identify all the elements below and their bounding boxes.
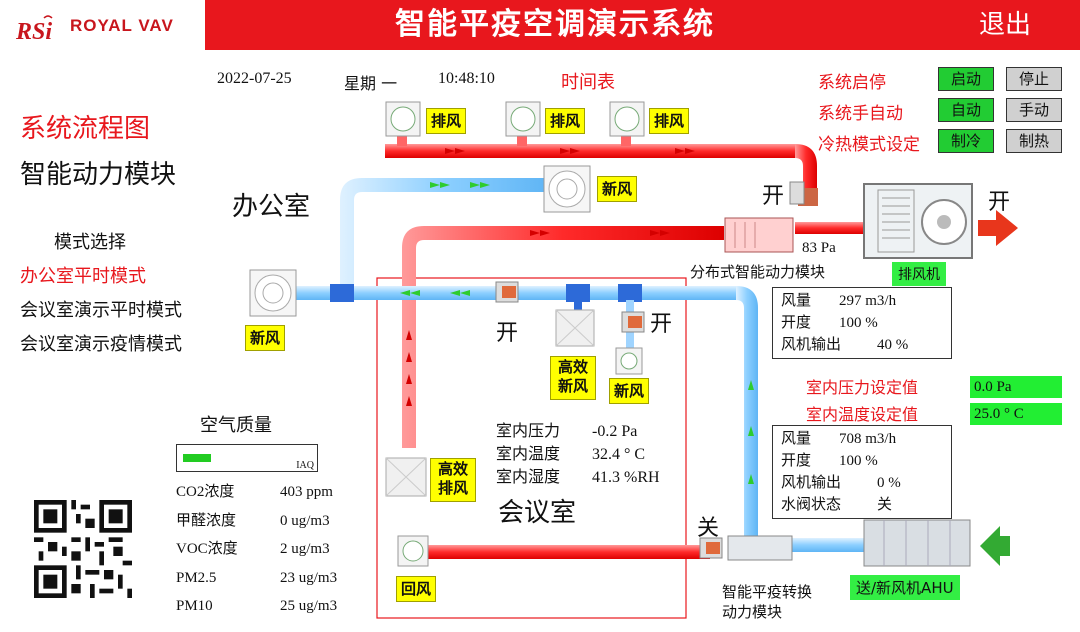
- manual-button[interactable]: 手动: [1006, 98, 1062, 122]
- air-quality-list: CO2浓度 403 ppm 甲醛浓度 0 ug/m3 VOC浓度 2 ug/m3 PM…: [176, 478, 337, 621]
- conversion-module-line2: 动力模块: [722, 603, 783, 621]
- mode-heading: 模式选择: [54, 232, 126, 253]
- fresh-air-tag-office: 新风: [597, 176, 638, 202]
- aq-k4: PM10: [176, 598, 213, 614]
- box2-k3: 水阀状态: [781, 497, 842, 513]
- aq-v4: 25 ug/m3: [280, 598, 338, 614]
- cool-heat-label: 冷热模式设定: [818, 135, 920, 155]
- exhaust-fan-label: 排风机: [892, 262, 946, 286]
- box1-v1: 100 %: [839, 315, 878, 331]
- mode-office-normal[interactable]: 办公室平时模式: [20, 266, 146, 287]
- manual-auto-label: 系统手自动: [818, 104, 903, 124]
- box1-k2: 风机输出: [781, 337, 842, 353]
- conversion-module-label: 智能平疫转换 动力模块: [722, 582, 812, 622]
- aq-v2: 2 ug/m3: [280, 541, 330, 557]
- page-title: 智能平疫空调演示系统: [395, 7, 715, 42]
- box2-v1: 100 %: [839, 453, 878, 469]
- box2-k0: 风量: [781, 431, 812, 447]
- schedule-link[interactable]: 时间表: [561, 72, 615, 93]
- iaq-bar: IAQ: [176, 444, 318, 472]
- ahu-module-info-box: 风量 708 m3/h 开度 100 % 风机输出 0 % 水阀状态 关: [772, 425, 952, 519]
- start-button[interactable]: 启动: [938, 67, 994, 91]
- valve-exhaust-state: 开: [762, 183, 785, 208]
- iaq-bar-fill: [183, 454, 211, 462]
- system-start-stop-label: 系统启停: [818, 73, 886, 93]
- aq-k1: 甲醛浓度: [176, 512, 237, 529]
- module-pressure: 83 Pa: [802, 240, 836, 256]
- aq-k3: PM2.5: [176, 569, 217, 586]
- svg-text:RSi: RSi: [15, 19, 52, 44]
- flow-title: 系统流程图: [20, 114, 151, 144]
- header-bar: [205, 0, 1080, 50]
- box1-k1: 开度: [781, 315, 812, 331]
- meeting-readings: 室内压力 -0.2 Pa 室内温度 32.4 ° C 室内湿度 41.3 %RH: [496, 420, 660, 489]
- pressure-setpoint-value[interactable]: 0.0 Pa: [970, 376, 1062, 398]
- return-air-tag: 回风: [396, 576, 437, 602]
- meeting-k2: 室内湿度: [496, 469, 561, 486]
- temp-setpoint-value[interactable]: 25.0 ° C: [970, 403, 1062, 425]
- office-label: 办公室: [232, 192, 311, 222]
- meeting-v1: 32.4 ° C: [592, 446, 646, 463]
- fresh-air-tag-left: 新风: [245, 325, 286, 351]
- valve-office-state: 开: [496, 320, 519, 345]
- temp-setpoint-label: 室内温度设定值: [806, 405, 919, 424]
- meeting-room-label: 会议室: [498, 498, 577, 528]
- exhaust-tag-3: 排风: [649, 108, 690, 134]
- pressure-setpoint-label: 室内压力设定值: [806, 378, 919, 397]
- box2-v3: 关: [877, 497, 893, 513]
- box1-v0: 297 m3/h: [839, 293, 897, 309]
- auto-button[interactable]: 自动: [938, 98, 994, 122]
- aq-k0: CO2浓度: [176, 484, 235, 500]
- ahu-label: 送/新风机AHU: [850, 575, 960, 600]
- module-title: 智能动力模块: [20, 160, 177, 190]
- time-text: 10:48:10: [438, 70, 495, 87]
- qr-code: [34, 500, 132, 598]
- distributed-module-label: 分布式智能动力模块: [690, 263, 826, 281]
- stop-button[interactable]: 停止: [1006, 67, 1062, 91]
- fresh-air-tag-meeting: 新风: [609, 378, 650, 404]
- aq-v1: 0 ug/m3: [280, 512, 330, 529]
- box2-k1: 开度: [781, 453, 812, 469]
- box2-v0: 708 m3/h: [839, 431, 897, 447]
- damper-exhaust: [789, 181, 818, 206]
- box2-k2: 风机输出: [781, 475, 842, 491]
- meeting-k0: 室内压力: [496, 423, 561, 440]
- aq-v3: 23 ug/m3: [280, 569, 338, 586]
- valve-return-state: 关: [697, 515, 720, 540]
- hepa-exhaust-tag: 高效排风: [430, 458, 476, 502]
- conversion-module-line1: 智能平疫转换: [722, 583, 813, 601]
- brand-name: ROYAL VAV: [70, 16, 174, 35]
- mode-meeting-normal[interactable]: 会议室演示平时模式: [20, 300, 182, 321]
- box1-k0: 风量: [781, 293, 812, 309]
- box1-v2: 40 %: [877, 337, 909, 353]
- air-quality-title: 空气质量: [200, 415, 272, 436]
- fan-outlet-state: 开: [988, 189, 1011, 214]
- office-module-info-box: 风量 297 m3/h 开度 100 % 风机输出 40 %: [772, 287, 952, 359]
- meeting-room-outline: [376, 277, 687, 619]
- iaq-label: IAQ: [296, 460, 314, 471]
- weekday-text: 星期 一: [344, 74, 398, 93]
- box2-v2: 0 %: [877, 475, 901, 491]
- heating-button[interactable]: 制热: [1006, 129, 1062, 153]
- mode-meeting-epidemic[interactable]: 会议室演示疫情模式: [20, 334, 182, 355]
- date-text: 2022-07-25: [217, 70, 292, 87]
- aq-k2: VOC浓度: [176, 541, 238, 557]
- hepa-fresh-tag: 高效新风: [550, 356, 596, 400]
- meeting-v0: -0.2 Pa: [592, 423, 638, 440]
- exit-button[interactable]: 退出: [978, 10, 1031, 40]
- royal-vav-logo: RSi: [15, 15, 53, 44]
- ahu-unit: [863, 519, 971, 567]
- exhaust-tag-2: 排风: [545, 108, 586, 134]
- aq-v0: 403 ppm: [280, 484, 333, 500]
- exhaust-tag-1: 排风: [426, 108, 467, 134]
- meeting-k1: 室内温度: [496, 446, 561, 463]
- valve-meeting-state: 开: [650, 311, 673, 336]
- meeting-v2: 41.3 %RH: [592, 469, 660, 486]
- cooling-button[interactable]: 制冷: [938, 129, 994, 153]
